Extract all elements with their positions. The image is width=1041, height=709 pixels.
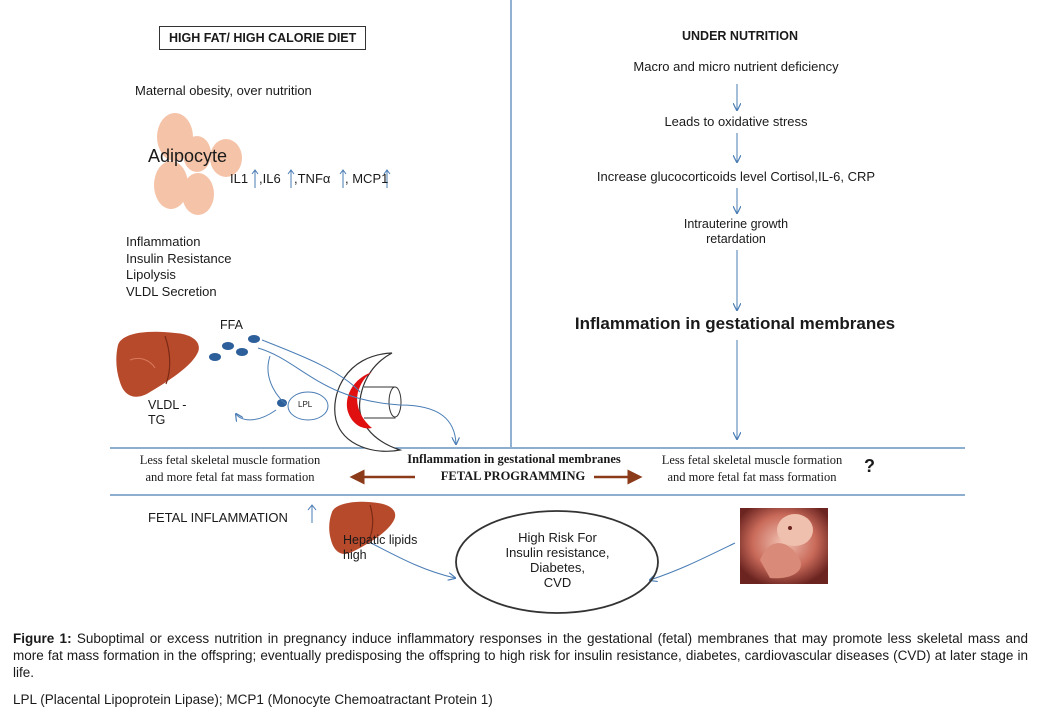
band-center-sub: FETAL PROGRAMMING <box>440 469 586 483</box>
cytokine-marker-1: IL1 <box>230 171 249 186</box>
effect-item: VLDL Secretion <box>126 283 217 299</box>
lpl-label: LPL <box>298 400 313 409</box>
band-left-text: Less fetal skeletal muscle formation and… <box>139 453 321 484</box>
caption-label: Figure 1: <box>13 631 72 646</box>
step-2: Leads to oxidative stress <box>664 114 808 129</box>
fetal-inflammation-label: FETAL INFLAMMATION <box>148 510 288 525</box>
effects-list: Inflammation Insulin Resistance Lipolysi… <box>126 234 232 300</box>
fetus-image <box>740 508 828 584</box>
risk-text: High Risk For Insulin resistance, Diabet… <box>505 530 610 590</box>
placenta-icon <box>334 352 403 452</box>
step-1: Macro and micro nutrient deficiency <box>633 59 839 74</box>
inflammation-heading: Inflammation in gestational membranes <box>574 314 896 333</box>
cytokine-marker-2: ,IL6 <box>259 171 281 186</box>
liver-icon <box>116 331 199 397</box>
risk-ellipse <box>455 510 659 614</box>
ffa-molecules-icon <box>209 335 287 407</box>
step-4: Intrauterine growth retardation <box>683 217 789 246</box>
right-title: UNDER NUTRITION <box>682 29 798 43</box>
vldl-label: VLDL - TG <box>148 398 187 427</box>
hepatic-liver-icon <box>329 501 396 554</box>
obesity-label: Maternal obesity, over nutrition <box>135 83 312 98</box>
step-3: Increase glucocorticoids level Cortisol,… <box>596 169 876 184</box>
cytokine-marker-3: ,TNFα <box>294 171 331 186</box>
lpl-enzyme-icon <box>287 391 329 421</box>
caption-text: Suboptimal or excess nutrition in pregna… <box>13 631 1029 680</box>
effect-item: Lipolysis <box>126 267 176 282</box>
cytokine-marker-4: , MCP1 <box>345 171 389 186</box>
effect-item: Insulin Resistance <box>126 250 232 266</box>
up-arrow-icon <box>251 169 391 523</box>
adipocyte-label: Adipocyte <box>148 146 228 166</box>
abbreviation-note: LPL (Placental Lipoprotein Lipase); MCP1… <box>13 692 493 707</box>
question-mark: ? <box>864 456 875 476</box>
band-center-title: Inflammation in gestational membranes <box>407 452 621 466</box>
left-title-box: HIGH FAT/ HIGH CALORIE DIET <box>159 26 367 50</box>
hepatic-label: Hepatic lipids high <box>343 533 418 562</box>
flow-arrows-left <box>236 339 736 580</box>
band-right-text: Less fetal skeletal muscle formation and… <box>661 453 843 484</box>
effect-item: Inflammation <box>126 234 201 249</box>
adipocyte-cells-icon <box>154 113 242 215</box>
figure-caption: Figure 1: Suboptimal or excess nutrition… <box>13 630 1028 681</box>
ffa-label: FFA <box>220 318 243 332</box>
